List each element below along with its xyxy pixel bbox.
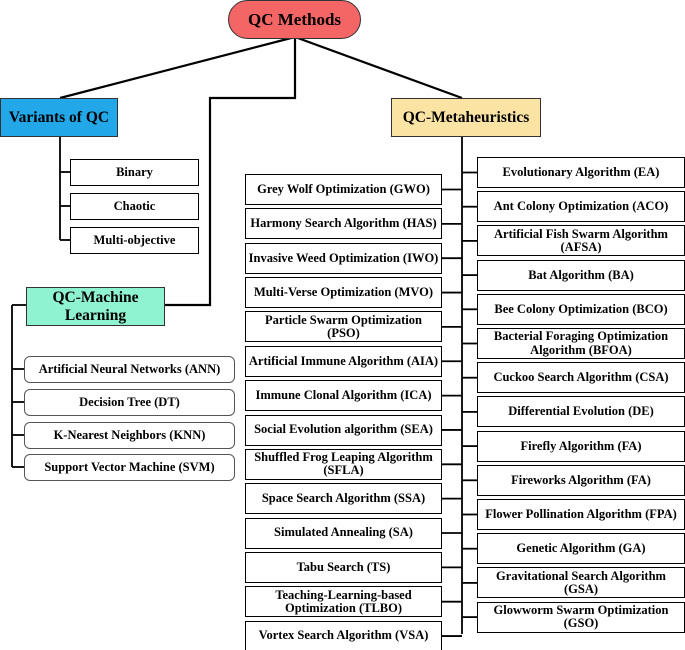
- meta-right-bee-colony-optimization-bco: Bee Colony Optimization (BCO): [477, 293, 685, 325]
- meta-right-firefly-algorithm-fa: Firefly Algorithm (FA): [477, 430, 685, 462]
- meta-left-simulated-annealing-sa: Simulated Annealing (SA): [245, 517, 442, 549]
- connector-meta-ticks: [442, 171, 477, 637]
- meta-left-particle-swarm-optimization-pso: Particle Swarm Optimization (PSO): [245, 311, 442, 343]
- variants-node: Variants of QC: [0, 98, 118, 137]
- variant-binary: Binary: [70, 159, 199, 186]
- meta-right-bat-algorithm-ba: Bat Algorithm (BA): [477, 259, 685, 291]
- meta-left-teaching-learning-based-optimization-tlbo: Teaching-Learning-based Optimization (TL…: [245, 586, 442, 618]
- meta-right-glowworm-swarm-optimization-gso: Glowworm Swarm Optimization (GSO): [477, 601, 685, 633]
- variant-chaotic: Chaotic: [70, 193, 199, 220]
- meta-right-differential-evolution-de: Differential Evolution (DE): [477, 396, 685, 428]
- meta-left-vortex-search-algorithm-vsa: Vortex Search Algorithm (VSA): [245, 620, 442, 650]
- meta-left-shuffled-frog-leaping-algorithm-sfla: Shuffled Frog Leaping Algorithm (SFLA): [245, 448, 442, 480]
- connector-root-ml: [165, 37, 297, 307]
- meta-right-evolutionary-algorithm-ea: Evolutionary Algorithm (EA): [477, 157, 685, 188]
- meta-left-tabu-search-ts: Tabu Search (TS): [245, 551, 442, 583]
- meta-left-grey-wolf-optimization-gwo: Grey Wolf Optimization (GWO): [245, 174, 442, 205]
- meta-right-ant-colony-optimization-aco: Ant Colony Optimization (ACO): [477, 191, 685, 223]
- meta-right-bacterial-foraging-optimization-algorithm-bfoa: Bacterial Foraging Optimization Algorith…: [477, 328, 685, 359]
- meta-right-artificial-fish-swarm-algorithm-afsa: Artificial Fish Swarm Algorithm (AFSA): [477, 225, 685, 257]
- meta-right-genetic-algorithm-ga: Genetic Algorithm (GA): [477, 533, 685, 565]
- variant-multi-objective: Multi-objective: [70, 227, 199, 254]
- meta-left-invasive-weed-optimization-iwo: Invasive Weed Optimization (IWO): [245, 242, 442, 274]
- connector-root-variants: [59, 35, 296, 100]
- meta-right-fireworks-algorithm-fa: Fireworks Algorithm (FA): [477, 464, 685, 496]
- ml-item-dt: Decision Tree (DT): [24, 389, 235, 416]
- meta-right-cuckoo-search-algorithm-csa: Cuckoo Search Algorithm (CSA): [477, 362, 685, 394]
- ml-node: QC-Machine Learning: [26, 287, 165, 326]
- meta-left-artificial-immune-algorithm-aia: Artificial Immune Algorithm (AIA): [245, 345, 442, 377]
- meta-left-multi-verse-optimization-mvo: Multi-Verse Optimization (MVO): [245, 277, 442, 309]
- meta-left-immune-clonal-algorithm-ica: Immune Clonal Algorithm (ICA): [245, 380, 442, 412]
- meta-left-space-search-algorithm-ssa: Space Search Algorithm (SSA): [245, 483, 442, 515]
- meta-right-flower-pollination-algorithm-fpa: Flower Pollination Algorithm (FPA): [477, 499, 685, 530]
- connector-root-meta: [294, 35, 463, 100]
- root-node: QC Methods: [228, 0, 361, 39]
- meta-left-harmony-search-algorithm-has: Harmony Search Algorithm (HAS): [245, 208, 442, 240]
- meta-left-social-evolution-algorithm-sea: Social Evolution algorithm (SEA): [245, 414, 442, 446]
- ml-item-knn: K-Nearest Neighbors (KNN): [24, 422, 235, 449]
- ml-item-svm: Support Vector Machine (SVM): [24, 454, 235, 481]
- ml-item-ann: Artificial Neural Networks (ANN): [24, 356, 235, 383]
- meta-node: QC-Metaheuristics: [391, 98, 541, 137]
- meta-right-gravitational-search-algorithm-gsa: Gravitational Search Algorithm (GSA): [477, 567, 685, 599]
